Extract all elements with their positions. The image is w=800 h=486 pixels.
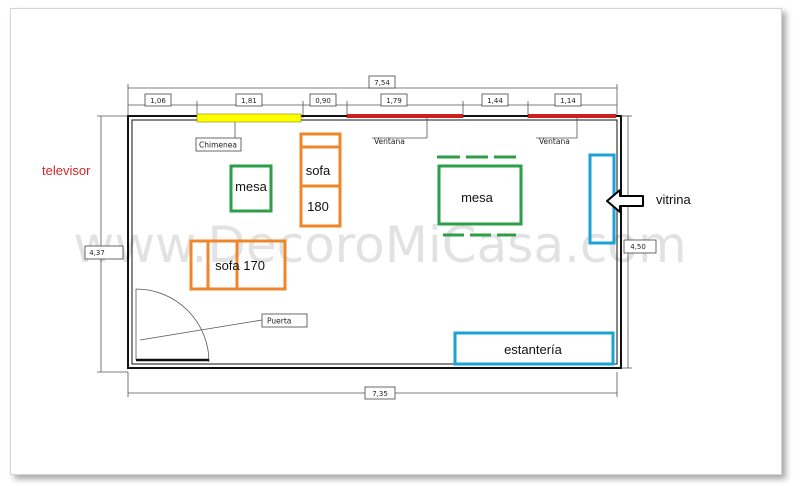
dim-total-bottom: 7,35 [372,390,388,398]
large-table-label: mesa [461,190,494,205]
dim-total-top: 7,54 [374,79,390,87]
large-table: mesa [437,155,523,237]
sofa-170: sofa 170 [189,239,287,291]
fireplace [196,113,302,123]
segment-dimensions: 1,06 1,81 0,90 1,79 1,44 1,14 [128,93,617,118]
dim-segment-1: 1,06 [150,97,166,105]
bottom-total-dimension: 7,35 [127,372,618,400]
televisor-label: televisor [42,163,91,178]
window-2 [528,114,616,118]
right-height-dimension: 4,50 [621,115,657,369]
dim-segment-3: 0,90 [315,97,331,105]
vitrina-label: vitrina [656,192,691,207]
sofa-180-label-line2: 180 [307,199,329,214]
dim-segment-6: 1,14 [560,97,576,105]
top-total-dimension: 7,54 [127,75,618,115]
sofa-180: sofa 180 [299,132,342,228]
window-1 [347,114,463,118]
ventana-2-label: Ventana [539,137,570,146]
estanteria-label: estantería [504,342,563,357]
door: Puerta [135,288,308,363]
sofa-170-label: sofa 170 [215,258,265,273]
sofa-180-label-line1: sofa [306,163,331,178]
left-height-dimension: 4,37 [84,115,128,373]
dim-left-height: 4,37 [89,249,105,257]
watermark-text: www.DecoroMiCasa.com [73,216,686,274]
dim-right-height: 4,50 [630,243,646,251]
dim-box-total-top [368,75,396,89]
ventana-1-callout: Ventana [372,118,428,146]
arrow-left-icon [606,189,644,213]
chimenea-label: Chimenea [199,141,237,150]
puerta-label: Puerta [267,317,291,326]
dim-segment-5: 1,44 [487,97,503,105]
small-table: mesa [229,164,273,213]
dim-segment-4: 1,79 [386,97,402,105]
ventana-1-label: Ventana [374,137,405,146]
chimenea-callout: Chimenea [195,122,242,152]
dim-segment-2: 1,81 [241,97,257,105]
ventana-2-callout: Ventana [536,118,578,146]
estanteria: estantería [453,331,615,366]
small-table-label: mesa [235,179,268,194]
